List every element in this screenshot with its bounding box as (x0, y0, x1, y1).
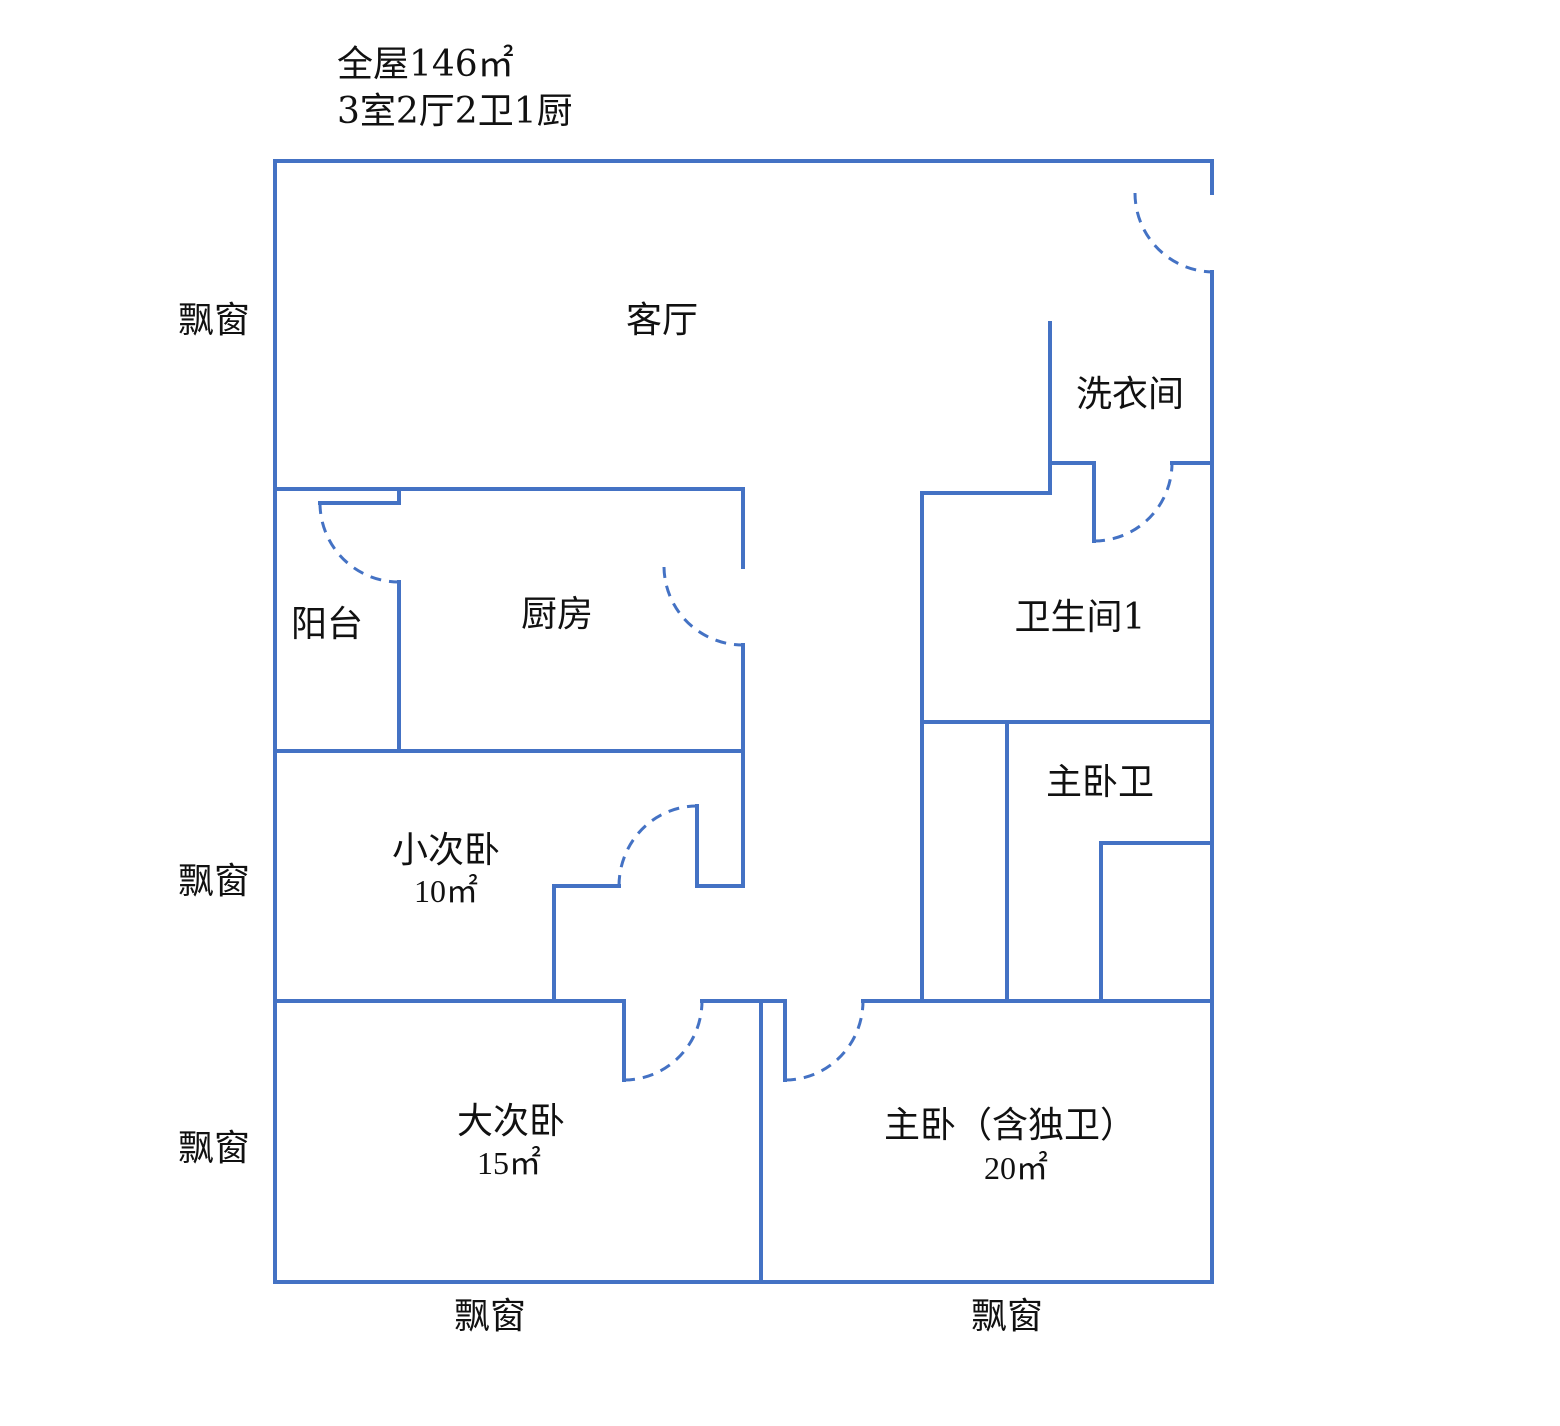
living-room-label: 客厅 (625, 300, 699, 341)
master-bedroom-door-swing (784, 1000, 865, 1082)
master-bedroom-area: 20㎡ (983, 1150, 1049, 1186)
bay-window-left-middle: 飘窗 (178, 861, 251, 902)
entrance-door-swing (1133, 192, 1213, 274)
kitchen-door-swing (662, 566, 744, 647)
outer-walls (273, 159, 1214, 1284)
bay-window-bottom-left: 飘窗 (453, 1296, 527, 1337)
layout-label: 3室2厅2卫1厨 (337, 91, 573, 132)
bathroom-1-label: 卫生间1 (1014, 597, 1146, 638)
large-bedroom-area: 15㎡ (476, 1145, 542, 1181)
laundry-door-swing (1093, 462, 1174, 543)
small-bedroom-door-swing (617, 804, 698, 887)
bay-window-left-bottom: 飘窗 (178, 1128, 251, 1169)
balcony-label: 阳台 (290, 604, 364, 645)
interior-walls (273, 321, 1214, 1284)
kitchen-label: 厨房 (520, 594, 594, 635)
door-swings (318, 192, 1213, 1082)
total-area-label: 全屋146㎡ (337, 44, 514, 85)
master-bath-label: 主卧卫 (1045, 762, 1155, 803)
small-bedroom-area: 10㎡ (413, 873, 479, 909)
laundry-room-label: 洗衣间 (1075, 374, 1185, 415)
small-bedroom-name: 小次卧 (391, 830, 501, 871)
bay-window-left-top: 飘窗 (178, 300, 251, 341)
master-bedroom-name: 主卧（含独卫） (883, 1105, 1137, 1146)
balcony-door-swing (318, 502, 400, 584)
large-bedroom-name: 大次卧 (456, 1101, 566, 1142)
large-bedroom-door-swing (623, 1000, 704, 1082)
bay-window-bottom-right: 飘窗 (970, 1296, 1044, 1337)
